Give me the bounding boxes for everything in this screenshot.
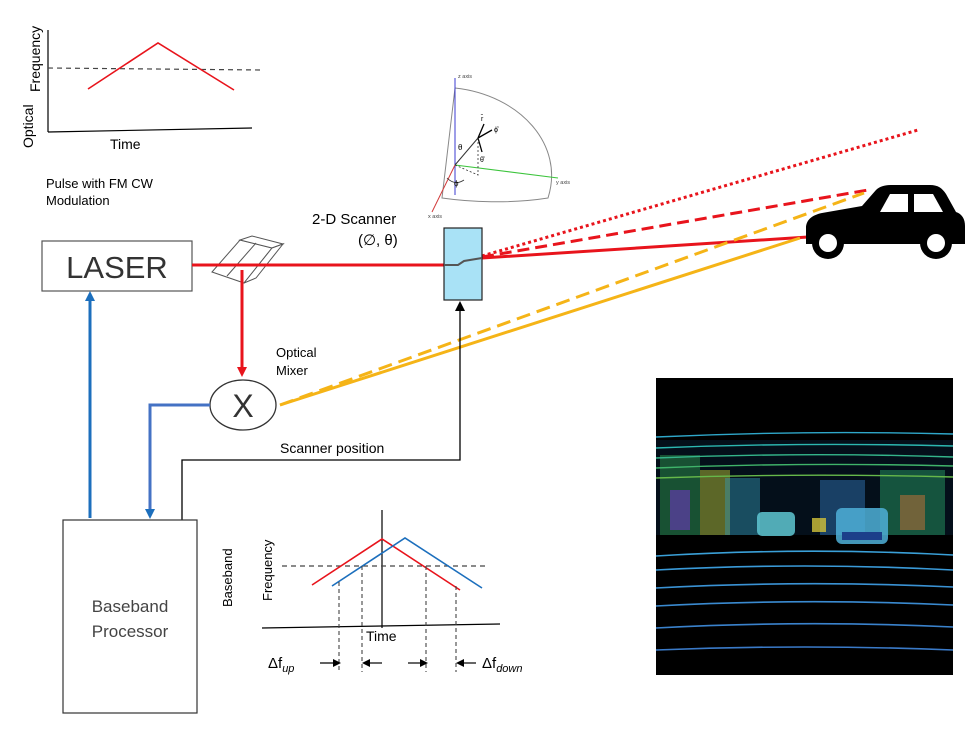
spherical-coordinate-inset: z axis y axis x axis θ ϕ r̂ ϕ̂ θ̂ [428,74,570,220]
scanner-position-line [181,301,465,520]
scanner-angles: (∅, θ) [358,232,398,249]
mixer-label-line1: Optical [276,345,317,360]
scanner-beam-kink [444,257,483,266]
theta-label: θ [458,143,463,152]
pulse-caption-line1: Pulse with FM CW [46,176,154,191]
baseband-xlabel: Time [366,628,397,644]
delta-down-label: Δfdown [482,655,522,675]
processor-box [62,519,198,714]
y-axis-line [454,164,559,179]
scanner-box [443,227,483,301]
top-plot-chirp [87,42,235,91]
theta-hat-label: θ̂ [480,157,486,164]
baseband-frequency-plot: Baseband Frequency Time Δfup Δfdown [220,510,522,675]
laser-label: LASER [66,250,168,285]
transmit-beams [192,128,919,377]
scanner-block: 2-D Scanner (∅, θ) [312,211,483,301]
top-plot-dashed-center [47,67,263,71]
mixer-symbol: X [232,388,253,424]
mixer-label-line2: Mixer [276,363,308,378]
laser-block: LASER [41,240,193,292]
return-beams [279,191,865,407]
beam-solid [481,235,809,260]
beam-splitter-icon [211,235,285,284]
sphere-outline [441,87,553,203]
return-solid [279,236,801,407]
z-axis-label: z axis [458,74,472,80]
delta-down-main: Δf [482,655,497,672]
x-axis-line [431,164,456,213]
phi-hat-vector [477,129,493,139]
car-icon [806,185,965,259]
return-dashed [279,191,865,407]
control-lines: Scanner position [85,291,465,520]
phi-hat-label: ϕ̂ [494,127,500,134]
delta-down-sub: down [496,663,522,675]
optical-frequency-plot: Optical Frequency Time [20,26,263,152]
phi-arc [446,177,465,183]
received-chirp [331,537,483,589]
scanner-label: 2-D Scanner [312,211,396,228]
r-hat-label: r̂ [480,115,484,123]
top-plot-ylabel-frequency: Frequency [27,26,43,92]
x-axis-label: x axis [428,214,442,220]
delta-up-sub: up [282,663,294,675]
beam-dotted [481,128,919,258]
lidar-point-cloud-image [656,378,953,675]
pulse-caption-line2: Modulation [46,193,110,208]
phi-label: ϕ [454,179,459,188]
transmitted-chirp [311,538,461,591]
theta-hat-vector [477,137,483,153]
mixer-to-processor-line [145,403,210,519]
scanner-position-label: Scanner position [280,440,384,456]
baseband-ylabel-baseband: Baseband [220,548,235,607]
processor-label-line1: Baseband [92,597,169,616]
top-plot-ylabel-optical: Optical [20,104,36,148]
radius-line [454,137,479,166]
top-plot-xlabel: Time [110,136,141,152]
processor-label-line2: Processor [92,622,169,641]
r-hat-vector [477,123,485,139]
delta-up-label: Δfup [268,655,294,675]
y-axis-label: y axis [556,180,570,186]
baseband-processor: Baseband Processor [62,519,198,714]
projection-lines [454,138,479,176]
optical-mixer: X Optical Mixer [209,345,317,431]
delta-up-main: Δf [268,655,283,672]
baseband-ylabel-frequency: Frequency [260,539,275,601]
top-plot-x-axis [47,127,253,133]
baseband-x-axis [261,623,501,629]
beam-dashed [481,188,869,259]
